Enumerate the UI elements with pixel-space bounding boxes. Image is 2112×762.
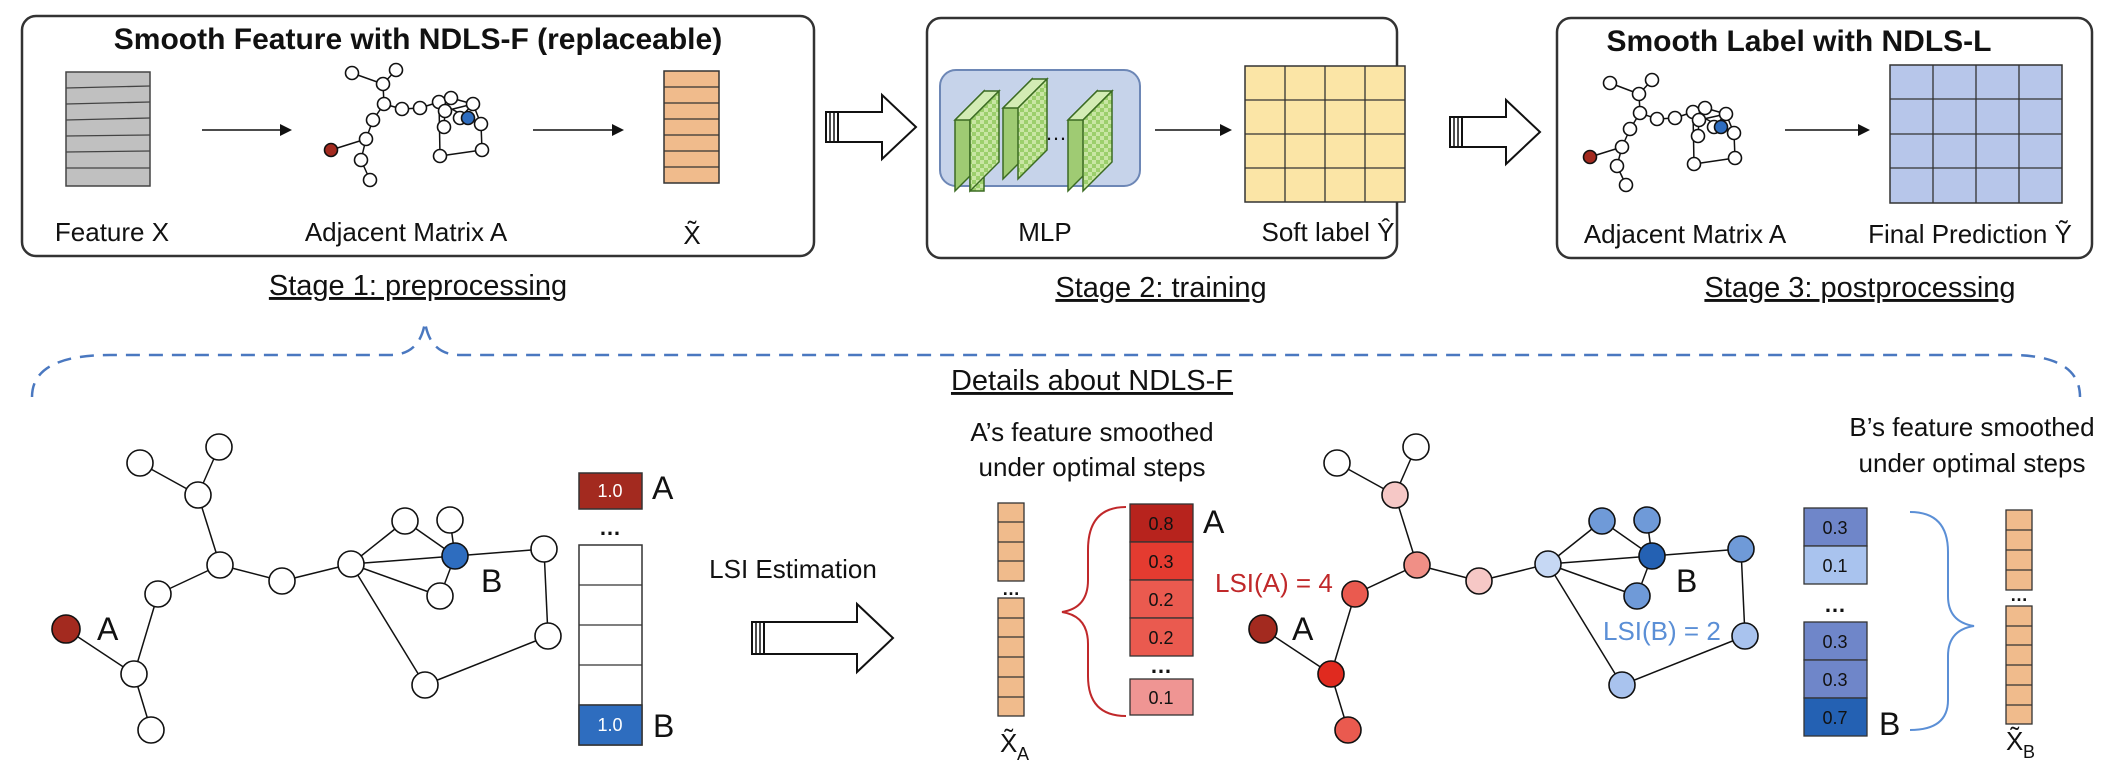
red-brace xyxy=(1061,506,1127,717)
small-graph xyxy=(323,62,490,188)
xa-label: X̃ xyxy=(1000,728,1017,758)
node-a xyxy=(51,614,81,644)
a-smoothed-line1: A’s feature smoothed xyxy=(970,417,1213,447)
svg-text:…: … xyxy=(2010,585,2028,605)
stage2-panel: … MLP Soft label Ŷ xyxy=(925,16,1406,260)
hollow-arrow xyxy=(825,92,918,162)
hollow-arrow xyxy=(751,601,895,675)
b-value-0: 0.3 xyxy=(1822,518,1847,538)
b-smoothed-tag: B xyxy=(1879,706,1900,742)
node-b-label: B xyxy=(1676,563,1697,599)
a-value-2: 0.2 xyxy=(1148,590,1173,610)
xb-subscript: B xyxy=(2023,742,2035,762)
one-hot-vector: 1.0 A … 1.0 B xyxy=(578,470,674,746)
xb-label: X̃ xyxy=(2006,726,2023,756)
vector-tag-a: A xyxy=(652,470,674,506)
node-b xyxy=(441,542,469,570)
b-value-4: 0.7 xyxy=(1822,708,1847,728)
vector-tag-b: B xyxy=(653,708,674,744)
big-graph: A B xyxy=(51,433,562,744)
svg-text:…: … xyxy=(1002,579,1020,599)
vector-bottom-value: 1.0 xyxy=(597,715,622,735)
final-prediction-grid xyxy=(1889,64,2063,204)
a-value-3: 0.2 xyxy=(1148,628,1173,648)
vector-top-value: 1.0 xyxy=(597,481,622,501)
a-value-1: 0.3 xyxy=(1148,552,1173,572)
svg-text:…: … xyxy=(1824,592,1846,617)
a-smoothed-line2: under optimal steps xyxy=(979,452,1206,482)
adjacent-matrix-label: Adjacent Matrix A xyxy=(1584,219,1787,249)
vector-dots: … xyxy=(599,515,621,540)
node-a-label: A xyxy=(1292,611,1314,647)
small-graph xyxy=(1582,72,1743,193)
stage1-caption: Stage 1: preprocessing xyxy=(269,270,567,302)
adjacent-matrix-label: Adjacent Matrix A xyxy=(305,217,508,247)
lsi-b-label: LSI(B) = 2 xyxy=(1603,616,1721,646)
soft-label-label: Soft label Ŷ xyxy=(1262,217,1395,247)
b-smoothed-values: 0.3 0.1 … 0.3 0.3 0.7 B xyxy=(1803,507,1900,742)
b-value-3: 0.3 xyxy=(1822,670,1847,690)
blue-brace xyxy=(1909,511,1975,731)
final-prediction-label: Final Prediction Ỹ xyxy=(1868,219,2072,249)
b-value-2: 0.3 xyxy=(1822,632,1847,652)
mlp-block: … xyxy=(939,69,1141,193)
stage3-title: Smooth Label with NDLS-L xyxy=(1607,25,1992,58)
a-smoothed-values: 0.8 0.3 0.2 0.2 … 0.1 A xyxy=(1129,503,1225,716)
xa-subscript: A xyxy=(1017,744,1029,762)
feature-x-label: Feature X xyxy=(55,217,169,247)
xb-stacked-vector: … X̃ B xyxy=(2005,509,2035,762)
b-smoothed-line2: under optimal steps xyxy=(1859,448,2086,478)
svg-text:…: … xyxy=(1150,653,1172,678)
stage1-panel: Smooth Feature with NDLS-F (replaceable)… xyxy=(20,14,816,258)
a-smoothed-tag: A xyxy=(1203,504,1225,540)
lsi-estimation-label: LSI Estimation xyxy=(709,554,877,584)
lsi-a-label: LSI(A) = 4 xyxy=(1215,568,1333,598)
node-b-label: B xyxy=(481,563,502,599)
x-tilde-label: X̃ xyxy=(683,220,700,250)
stage1-title: Smooth Feature with NDLS-F (replaceable) xyxy=(114,23,722,56)
node-a-label: A xyxy=(97,611,119,647)
feature-matrix xyxy=(65,71,151,187)
soft-label-grid xyxy=(1244,65,1406,203)
stage3-panel: Smooth Label with NDLS-L xyxy=(1555,16,2094,260)
mlp-dots: … xyxy=(1045,120,1067,145)
dashed-brace xyxy=(30,321,2082,398)
stage3-caption: Stage 3: postprocessing xyxy=(1704,272,2015,304)
mlp-label: MLP xyxy=(1018,217,1071,247)
details-title: Details about NDLS-F xyxy=(951,365,1233,397)
b-value-1: 0.1 xyxy=(1822,556,1847,576)
xa-stacked-vector: … X̃ A xyxy=(997,502,1029,762)
hollow-arrow xyxy=(1449,97,1542,167)
b-smoothed-line1: B’s feature smoothed xyxy=(1849,412,2094,442)
a-value-0: 0.8 xyxy=(1148,514,1173,534)
smoothed-feature-matrix xyxy=(663,70,720,184)
stage1-box xyxy=(20,14,816,258)
colored-graph: A B LSI(A) = 4 LSI(B) = 2 xyxy=(1215,433,1759,744)
stage2-caption: Stage 2: training xyxy=(1055,272,1266,304)
a-value-last: 0.1 xyxy=(1148,688,1173,708)
